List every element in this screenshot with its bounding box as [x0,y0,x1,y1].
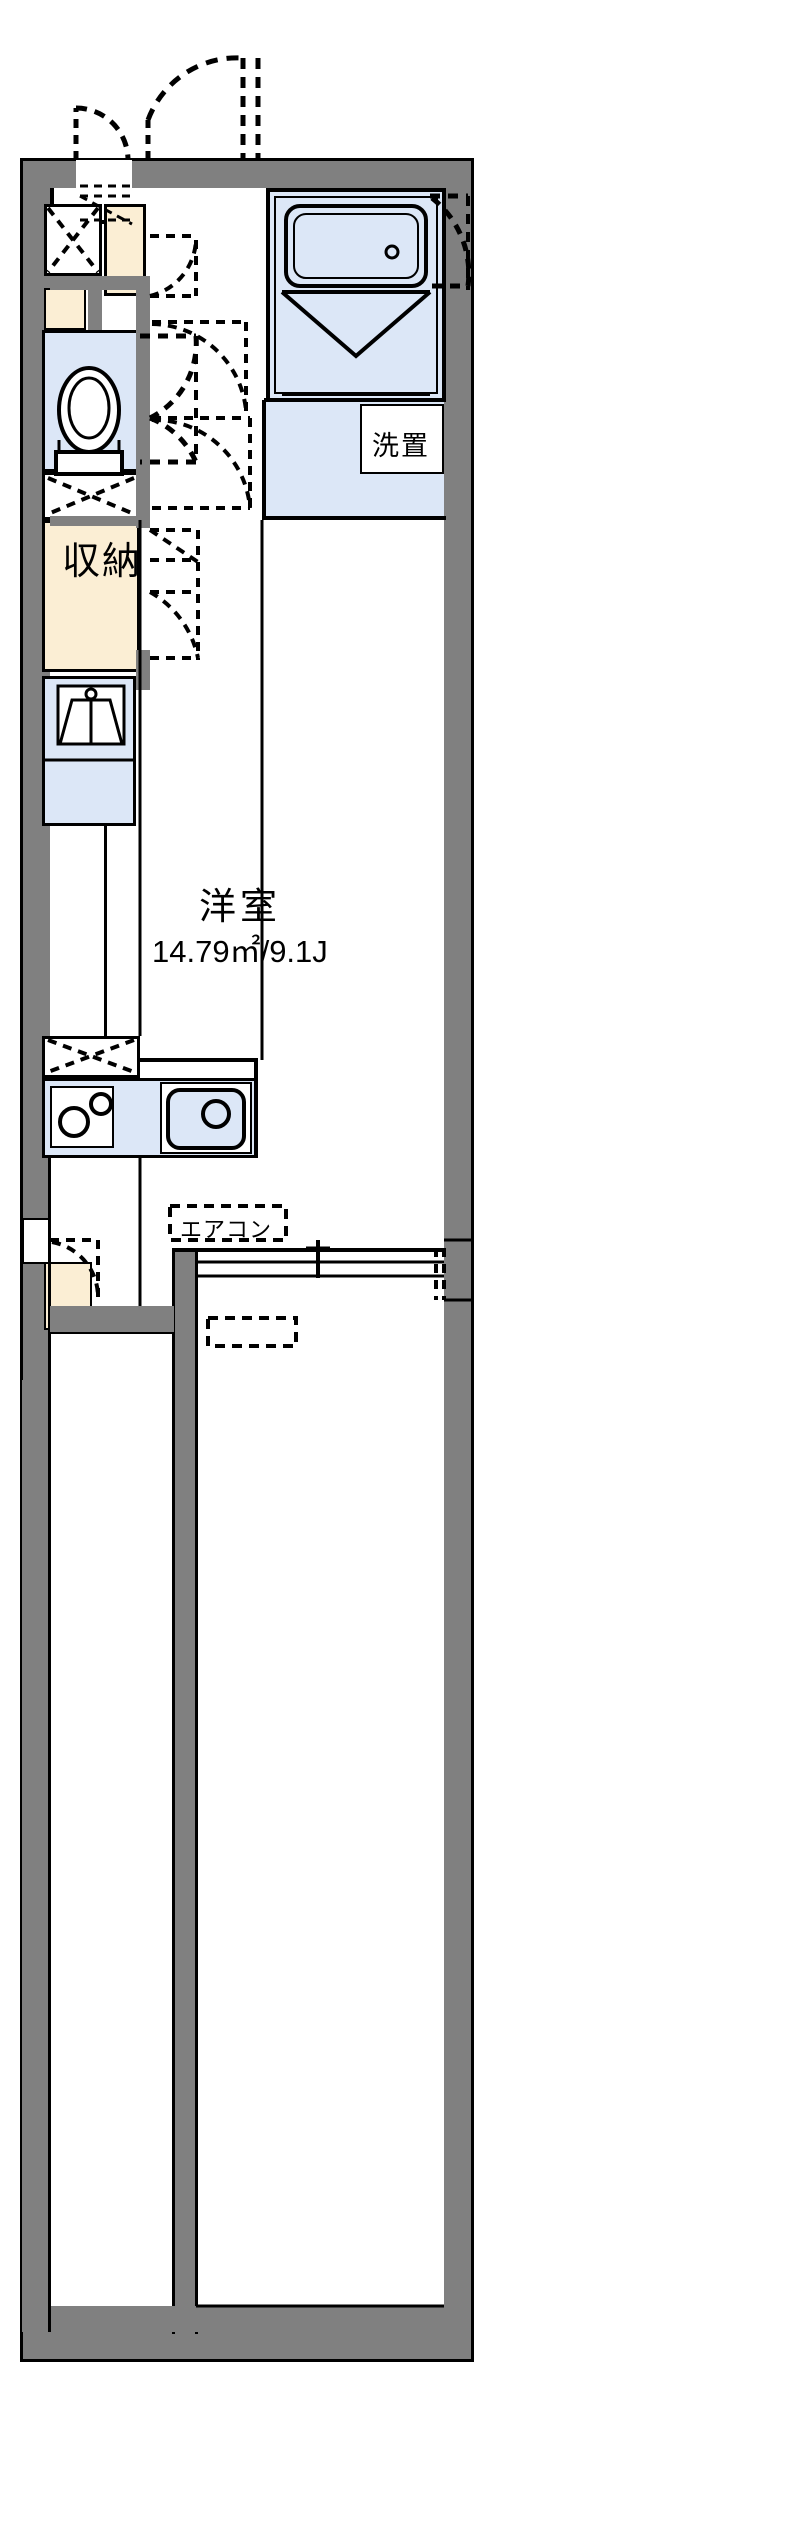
balcony-line-left-b [195,1248,198,2334]
corridor-wall-left-line [48,1158,51,2332]
shell-line-left-outer [20,160,23,2360]
balcony-line-top [172,1248,446,1252]
washer-label: 洗置 [372,431,430,461]
lower-entry-opening-outline [22,1218,50,1264]
kitchen-bottom-wall [50,1306,174,1332]
balcony-bottom-wall [50,2306,446,2332]
balcony-wall-left [174,1248,196,2332]
partition-wall-vertical-b [88,288,102,330]
room-divider-line-vertical [104,826,107,1036]
outer-wall-right [444,160,472,2360]
outer-wall-bottom [22,2332,472,2360]
washer-box-outline [360,404,444,474]
kitchen-sink-outline [160,1082,252,1154]
washer-box [360,404,444,474]
shell-line-top-outer [20,158,474,161]
partition-wall-hall [136,650,150,690]
lower-entry-opening[interactable] [22,1218,50,1264]
balcony-line-left-a [172,1248,175,2334]
vanity-basin-outline [42,676,136,826]
unit-bath-inner-outline [274,196,438,394]
main-room-area-label: 14.79㎡/9.1J [152,934,328,969]
kitchen-counter-top-outline [42,1036,140,1078]
kitchen-bottom-divider [50,1330,174,1334]
balcony-floor [180,1248,444,2332]
closet-floor [44,522,138,670]
corridor-wall-left [22,1380,50,2332]
shell-line-right-outer [471,158,474,2362]
shoe-cabinet-outline [44,204,102,276]
shell-line-bottom-outer [20,2359,474,2362]
closet-label: 収納 [62,541,143,583]
partition-wall-horizontal-b [50,516,150,526]
washroom-cabinet-outline [42,472,140,520]
gas-stove-outline [50,1086,114,1148]
toilet-room-outline [42,330,140,472]
vanity-cabinet [44,288,86,330]
entrance-door-opening[interactable] [76,160,132,188]
hallway-floor [146,188,266,518]
partition-wall-horizontal-a [50,276,150,290]
main-room-name-label: 洋室 [199,886,281,927]
partition-wall-vertical-a [136,280,150,528]
aircon-label: エアコン [180,1217,273,1242]
vanity-cabinet-outline [44,288,86,330]
